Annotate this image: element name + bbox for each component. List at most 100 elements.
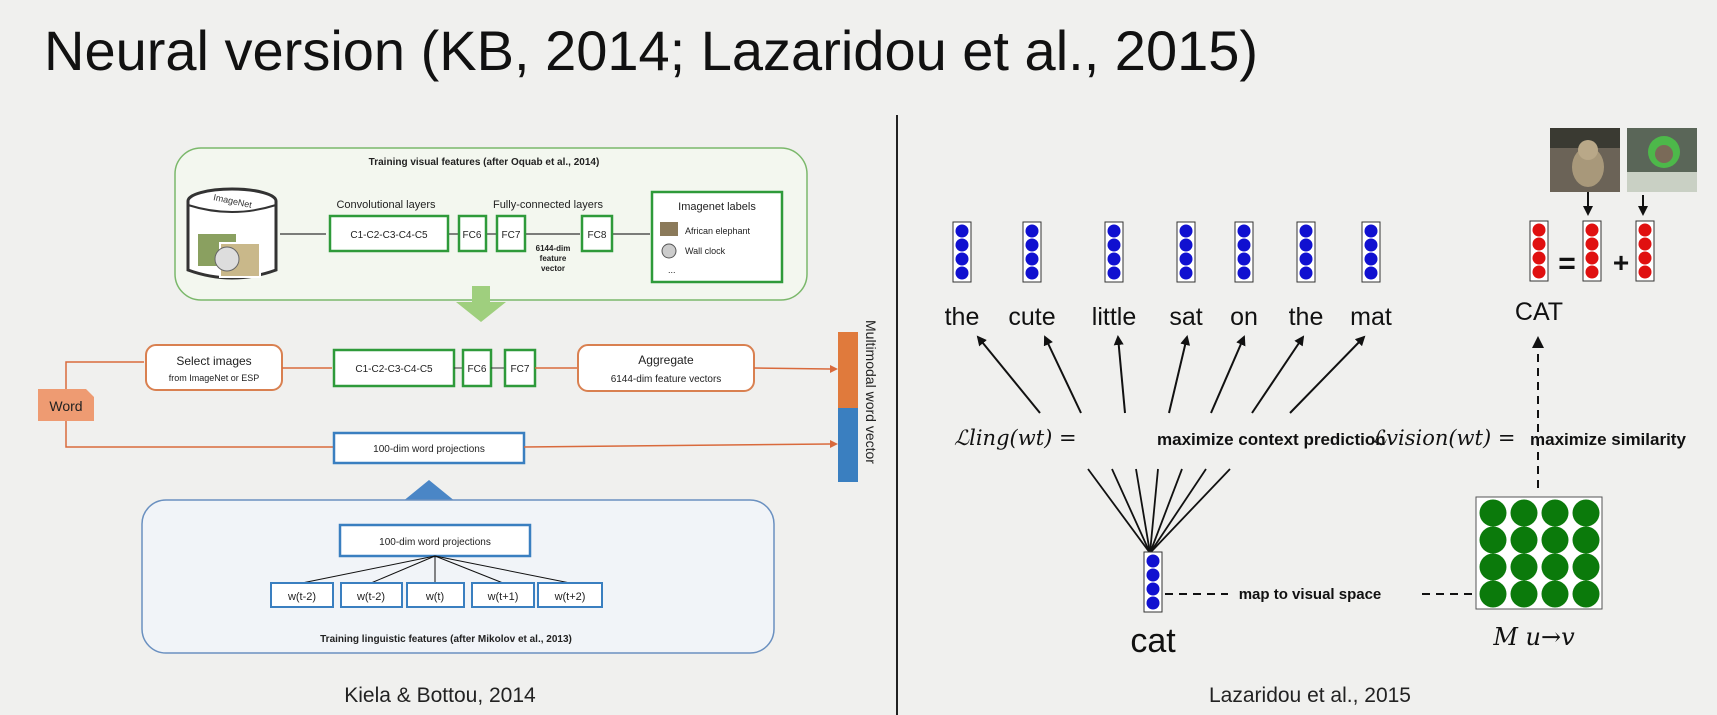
matrix-cell bbox=[1572, 580, 1600, 608]
word-tag bbox=[38, 389, 94, 421]
context-vector-5 bbox=[1234, 221, 1254, 283]
context-vector-4-unit bbox=[1179, 252, 1193, 266]
fc6-box bbox=[457, 214, 488, 253]
context-vector-1-unit bbox=[955, 252, 969, 266]
multimodal-vector-label: Multimodal word vector bbox=[863, 320, 879, 464]
context-vector-5-unit bbox=[1237, 224, 1251, 238]
ling-loss-formula: ℒling(wt) = bbox=[954, 426, 1077, 450]
image-vector-1-unit bbox=[1585, 251, 1599, 265]
image-vector-2-unit bbox=[1638, 223, 1652, 237]
cat-concept-vector-unit bbox=[1532, 237, 1546, 251]
right-context-word-3: little bbox=[1092, 303, 1136, 331]
imagenet-database-icon bbox=[186, 187, 278, 280]
center-word-cat: cat bbox=[1130, 622, 1176, 660]
matrix-cell bbox=[1510, 553, 1538, 581]
context-vector-6-unit bbox=[1299, 238, 1313, 252]
prediction-arrows bbox=[976, 335, 1366, 414]
matrix-cell bbox=[1541, 499, 1569, 527]
select-images-label: Select images bbox=[176, 354, 251, 368]
context-vector-3-unit bbox=[1107, 238, 1121, 252]
image-vector-2-unit bbox=[1638, 251, 1652, 265]
right-context-word-4: sat bbox=[1169, 303, 1202, 331]
context-vector-5-unit bbox=[1237, 238, 1251, 252]
conv-layers-box-label: C1-C2-C3-C4-C5 bbox=[350, 230, 428, 241]
context-vector-3-unit bbox=[1107, 266, 1121, 280]
ling-projections-label: 100-dim word projections bbox=[379, 537, 491, 548]
context-vector-7-unit bbox=[1364, 224, 1378, 238]
matrix-cell bbox=[1541, 553, 1569, 581]
right-context-word-2: cute bbox=[1008, 303, 1055, 331]
context-vector-2-unit bbox=[1025, 252, 1039, 266]
visual-features-panel bbox=[174, 147, 808, 301]
blue-up-arrow bbox=[402, 480, 456, 518]
cat-vector bbox=[1143, 551, 1163, 613]
conv-layers-box bbox=[328, 214, 450, 253]
linguistic-features-title: Training linguistic features (after Miko… bbox=[320, 634, 572, 645]
feature-dim-line-3: vector bbox=[541, 264, 565, 273]
image-vector-2-unit bbox=[1638, 265, 1652, 279]
context-vector-6-unit bbox=[1299, 266, 1313, 280]
matrix-cell bbox=[1572, 499, 1600, 527]
matrix-cell bbox=[1510, 526, 1538, 554]
cat-photo-2 bbox=[1627, 128, 1697, 192]
context-word-3: w(t) bbox=[425, 591, 444, 603]
image-vector-1-unit bbox=[1585, 237, 1599, 251]
fc6-label-2: FC6 bbox=[468, 364, 487, 375]
context-arrows bbox=[301, 555, 571, 584]
right-context-word-7: mat bbox=[1350, 303, 1392, 331]
context-word-box-2 bbox=[340, 582, 403, 608]
cat-concept-label: CAT bbox=[1515, 298, 1563, 326]
context-vector-3 bbox=[1104, 221, 1124, 283]
imagenet-labels-title: Imagenet labels bbox=[678, 201, 756, 213]
cat-vector-unit bbox=[1146, 568, 1160, 582]
word-projections-box bbox=[332, 431, 526, 465]
ling-loss-text: maximize context prediction bbox=[1157, 430, 1386, 449]
imagenet-labels-box bbox=[650, 190, 784, 284]
mapping-matrix bbox=[1479, 499, 1600, 608]
matrix-cell bbox=[1510, 499, 1538, 527]
context-word-box-3 bbox=[406, 582, 465, 608]
matrix-cell bbox=[1572, 553, 1600, 581]
fc-layers-label: Fully-connected layers bbox=[493, 199, 604, 211]
matrix-cell bbox=[1479, 580, 1507, 608]
right-context-word-1: the bbox=[945, 303, 980, 331]
right-context-word-6: the bbox=[1289, 303, 1324, 331]
cat-concept-vector bbox=[1529, 220, 1549, 282]
image-vector-1 bbox=[1582, 220, 1602, 282]
context-word-box-4 bbox=[471, 582, 535, 608]
multimodal-vector-visual-part bbox=[838, 332, 858, 408]
conv-layers-label: Convolutional layers bbox=[336, 199, 436, 211]
context-vector-7 bbox=[1361, 221, 1381, 283]
map-to-visual-label: map to visual space bbox=[1239, 586, 1382, 603]
matrix-cell bbox=[1479, 526, 1507, 554]
context-vector-2-unit bbox=[1025, 224, 1039, 238]
matrix-cell bbox=[1541, 526, 1569, 554]
context-vector-1-unit bbox=[955, 238, 969, 252]
label-item-clock: Wall clock bbox=[685, 246, 726, 256]
vision-loss-text: maximize similarity bbox=[1530, 430, 1686, 449]
visual-vectors bbox=[1529, 220, 1655, 282]
panel-divider bbox=[896, 115, 898, 715]
cat-photo-1 bbox=[1550, 128, 1620, 192]
svg-text:ℒvision(wt) =: ℒvision(wt) = bbox=[1371, 426, 1515, 450]
context-vector-4-unit bbox=[1179, 224, 1193, 238]
matrix-cell bbox=[1541, 580, 1569, 608]
conv-layers-box-2 bbox=[332, 348, 456, 388]
clock-thumbnail-icon bbox=[661, 243, 677, 259]
slide-title: Neural version (KB, 2014; Lazaridou et a… bbox=[44, 19, 1259, 82]
context-vector-1-unit bbox=[955, 266, 969, 280]
visual-features-title: Training visual features (after Oquab et… bbox=[369, 157, 600, 168]
context-vector-1-unit bbox=[955, 224, 969, 238]
context-vector-4-unit bbox=[1179, 238, 1193, 252]
context-vector-7-unit bbox=[1364, 266, 1378, 280]
matrix-cell bbox=[1479, 553, 1507, 581]
context-vector-3-unit bbox=[1107, 224, 1121, 238]
select-images-sublabel: from ImageNet or ESP bbox=[169, 373, 260, 383]
mapping-matrix-label: M u→v bbox=[1492, 623, 1575, 651]
word-label: Word bbox=[49, 398, 82, 414]
image-vector-2-unit bbox=[1638, 237, 1652, 251]
fc6-box-2 bbox=[461, 348, 493, 388]
cat-context-fan bbox=[1087, 468, 1231, 554]
fc8-box bbox=[580, 214, 614, 253]
fc6-label: FC6 bbox=[463, 230, 482, 241]
